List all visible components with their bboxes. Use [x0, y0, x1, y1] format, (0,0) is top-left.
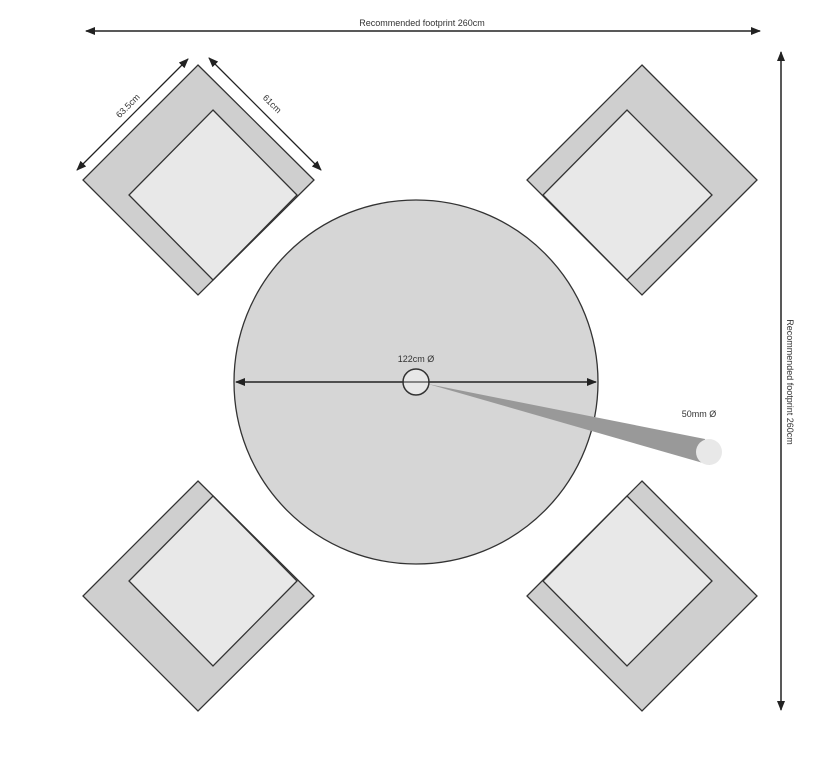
chair-cushion: [128, 495, 298, 667]
footprint-depth-label: Recommended footprint 260cm: [785, 319, 795, 445]
chair-width-arrow: [76, 58, 189, 171]
chair-bottom-left: [82, 480, 315, 712]
table-diameter-label: 122cm Ø: [398, 354, 435, 364]
chair-width-label: 63.5cm: [114, 92, 142, 120]
chair-top-right: [526, 64, 758, 296]
chair-cushion: [542, 109, 713, 281]
parasol-hole-label: 50mm Ø: [682, 409, 717, 419]
chair-bottom-right: [526, 480, 758, 712]
parasol-hole-detail: [696, 439, 722, 465]
chair-cushion: [542, 495, 713, 667]
chair-depth-label: 61cm: [261, 93, 284, 116]
footprint-width-label: Recommended footprint 260cm: [359, 18, 485, 28]
chair-depth-arrow: [208, 57, 322, 171]
chair-top-left: [82, 64, 315, 296]
parasol-hole-callout-beam: [428, 384, 710, 465]
